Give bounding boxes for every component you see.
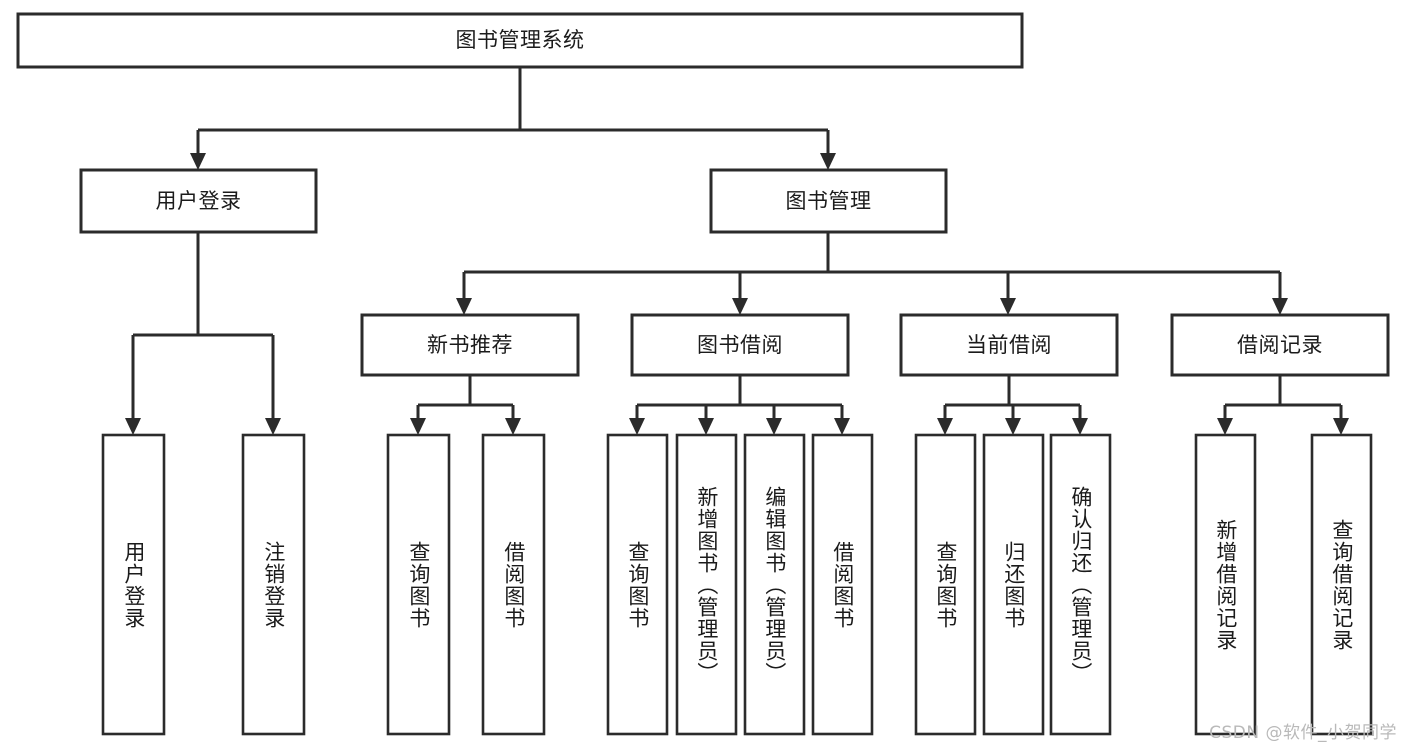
arrow-head-icon — [456, 298, 472, 315]
node-leaf-leaf-logout[interactable] — [241, 433, 306, 736]
arrow-head-icon — [732, 298, 748, 315]
node-leaf-leaf-edit-book[interactable] — [743, 433, 806, 736]
connectors-layer — [125, 67, 1349, 435]
node-level3-new-book-recommend[interactable] — [360, 313, 580, 377]
node-leaf-leaf-query-book-2[interactable] — [606, 433, 669, 736]
boxes-layer — [16, 12, 1390, 736]
node-leaf-leaf-query-book-3[interactable] — [914, 433, 977, 736]
arrow-head-icon — [834, 418, 850, 435]
node-leaf-leaf-borrow-book-2[interactable] — [811, 433, 874, 736]
arrow-head-icon — [410, 418, 426, 435]
arrow-head-icon — [1005, 418, 1021, 435]
node-leaf-leaf-query-record[interactable] — [1310, 433, 1373, 736]
node-level3-borrow-record[interactable] — [1170, 313, 1390, 377]
node-level2-user-login[interactable] — [79, 168, 318, 234]
arrow-head-icon — [820, 153, 836, 170]
node-level3-book-borrow[interactable] — [630, 313, 850, 377]
arrow-head-icon — [698, 418, 714, 435]
arrow-head-icon — [265, 418, 281, 435]
node-leaf-leaf-user-login[interactable] — [101, 433, 166, 736]
arrow-head-icon — [1072, 418, 1088, 435]
arrow-head-icon — [1333, 418, 1349, 435]
arrow-head-icon — [190, 153, 206, 170]
arrow-head-icon — [1217, 418, 1233, 435]
arrow-head-icon — [766, 418, 782, 435]
node-level2-book-manage[interactable] — [709, 168, 948, 234]
watermark-text: CSDN @软件_小贺同学 — [1209, 723, 1397, 743]
arrow-head-icon — [1000, 298, 1016, 315]
arrow-head-icon — [1272, 298, 1288, 315]
arrow-head-icon — [505, 418, 521, 435]
node-level3-current-borrow[interactable] — [899, 313, 1119, 377]
node-leaf-leaf-add-record[interactable] — [1194, 433, 1257, 736]
node-leaf-leaf-borrow-book-1[interactable] — [481, 433, 546, 736]
node-leaf-leaf-query-book-1[interactable] — [386, 433, 451, 736]
node-leaf-leaf-add-book[interactable] — [675, 433, 738, 736]
arrow-head-icon — [629, 418, 645, 435]
arrow-head-icon — [125, 418, 141, 435]
node-leaf-leaf-return-book[interactable] — [982, 433, 1045, 736]
node-leaf-leaf-confirm-return[interactable] — [1049, 433, 1112, 736]
node-root-root[interactable] — [16, 12, 1024, 69]
arrow-head-icon — [937, 418, 953, 435]
